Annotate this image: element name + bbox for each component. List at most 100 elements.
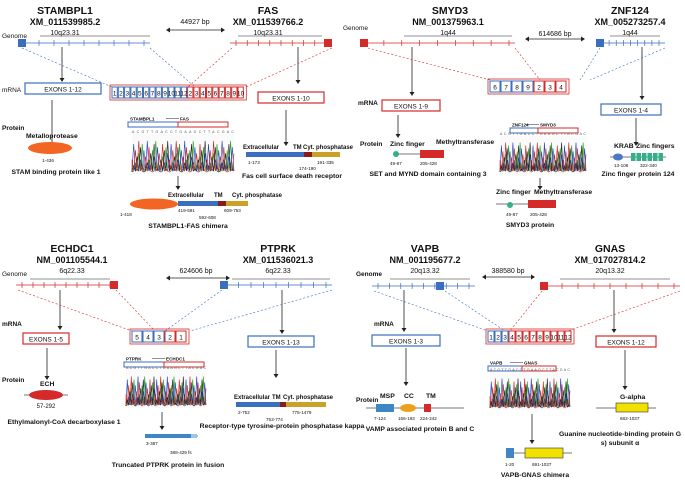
p2-prot-b-zinc-finger — [658, 153, 663, 161]
p1-junction-exon-num: 9 — [163, 91, 167, 98]
p3-prot-b-r1: 2-752 — [238, 410, 250, 415]
p1-distance-arrow-right-head — [221, 27, 225, 33]
p4-prot-b-domain — [615, 402, 649, 413]
p3-gene-b-name: PTPRK — [260, 243, 296, 255]
p4-gene-a-acc: NM_001195677.2 — [389, 255, 460, 265]
p1-junction-exon — [174, 86, 181, 99]
p1-arrow-prot-b-head — [283, 142, 289, 146]
p3-chimera-name: Truncated PTPRK protein in fusion — [112, 462, 225, 469]
p1-prot-b-extracellular — [246, 152, 304, 157]
p4-arrow-mrna-a-head — [401, 328, 407, 332]
p2-exons-b-label: EXONS 1-4 — [614, 108, 648, 115]
p4-fusion-right-box — [521, 365, 557, 372]
p2-junction-exon-num: 9 — [526, 85, 530, 92]
p1-junction-exon — [206, 86, 213, 99]
p4-gene-b-block — [540, 282, 548, 290]
p1-arrow-mrna-b-head — [295, 80, 301, 84]
p1-junction-exon — [180, 86, 188, 99]
p1-junction-exon-num: 2 — [188, 91, 192, 98]
p1-chimera-r0: 1-418 — [120, 212, 132, 217]
p4-junction-exon — [557, 330, 565, 343]
p2-prot-a-d1: Zinc finger — [390, 141, 425, 148]
p1-gene-a-block — [18, 39, 26, 47]
p4-exons-a-label: EXONS 1-3 — [389, 339, 423, 346]
p3-junction-outline — [129, 328, 190, 345]
p2-junction-exon — [544, 80, 556, 93]
p3-arrow-mrna-a-head — [57, 326, 63, 330]
p1-junction-exon-num: 5 — [207, 91, 211, 98]
p2-gene-b-name: ZNF124 — [611, 5, 649, 17]
p2-gene-b-acc: XM_005273257.4 — [594, 17, 665, 27]
p3-mrna-label: mRNA — [2, 321, 22, 328]
p2-prot-a-d2: Methyltransferase — [436, 139, 494, 146]
p2-exons-a-box — [381, 99, 441, 112]
p4-junction-exon — [529, 330, 537, 343]
p4-junction-exon-num: 7 — [531, 335, 535, 342]
p2-gene-a-block — [360, 39, 368, 47]
p2-prot-b-r1: 13-106 — [614, 163, 629, 168]
p3-exons-b-box — [247, 335, 315, 348]
p1-chromatogram-bases: ACGTTGACCTGAAGCTTACGAC — [132, 130, 234, 134]
p2-prot-a-methyltransferase — [420, 150, 444, 158]
p3-map-b1 — [164, 289, 223, 332]
p2-gene-a-loc: 1q44 — [440, 30, 456, 37]
p4-map-a2 — [444, 290, 506, 332]
p2-map-a2 — [514, 47, 541, 81]
p4-prot-a-cc — [400, 404, 416, 412]
p3-chromatogram: ACGTTGACCTGAAGCTTACGAC — [125, 366, 206, 408]
p3-prot-b-d1: Extracellular — [234, 395, 271, 401]
p4-prot-a-r1: 7-124 — [374, 416, 386, 421]
p1-junction-outline — [109, 84, 247, 101]
p3-genome-label: Genome — [2, 271, 27, 278]
p2-junction-exon — [500, 80, 512, 93]
p4-distance-arrow-left-head — [482, 274, 486, 280]
p2-prot-b-zinc-finger — [642, 153, 647, 161]
p3-fusion-right-label: ECHDC1 — [166, 357, 185, 362]
p2-distance: 614686 bp — [538, 31, 571, 38]
p4-prot-a-d3: TM — [426, 393, 436, 400]
p2-chimera-methyltransferase — [528, 200, 556, 208]
p2-map-a1 — [367, 47, 491, 81]
p2-prot-b-zinc-finger — [631, 153, 636, 161]
p4-prot-a-d2: CC — [404, 393, 414, 400]
p3-chimera-frameshift — [191, 434, 197, 438]
p2-chimera-d2: Methyltransferase — [534, 189, 592, 196]
p2-junction-exon — [555, 80, 567, 93]
p4-mrna-label: mRNA — [374, 321, 394, 328]
p2-prot-b-name: Zinc finger protein 124 — [602, 171, 675, 178]
p4-junction-exon — [550, 330, 558, 343]
p2-fusion-left-label: ZNF124 — [512, 123, 529, 128]
p4-arrow-mrna-b-head — [611, 329, 617, 333]
p1-chromatogram: ACGTTGACCTGAAGCTTACGAC — [131, 130, 234, 174]
p4-junction-exon-num: 5 — [517, 335, 521, 342]
p3-junction-exon — [153, 330, 165, 343]
p4-prot-b-name-line2: s) subunit α — [601, 440, 640, 447]
p1-junction-exon — [193, 86, 200, 99]
p2-prot-b-zinc-finger — [647, 153, 652, 161]
p2-prot-a-zinc-finger — [393, 151, 399, 157]
p2-arrow-mrna-a-head — [409, 92, 415, 96]
p1-genome-label: Genome — [2, 33, 27, 40]
p4-map-a1 — [373, 290, 489, 332]
p1-fusion-left-label: STAMBPL1 — [130, 117, 155, 122]
p1-prot-b-d2: TM — [293, 145, 302, 151]
p1-junction-exon — [231, 86, 238, 99]
p3-gene-a-block — [110, 281, 118, 289]
p1-prot-a-domain — [28, 142, 72, 154]
p3-junction-exon — [131, 330, 143, 343]
p4-prot-a-tm — [424, 404, 431, 412]
p2-chromatogram: ACGTTGACCTGAAGCTTACGAC — [499, 132, 586, 174]
p4-arrow-chimera-head — [529, 440, 535, 444]
p1-prot-b-name: Fas cell surface death receptor — [242, 173, 342, 180]
p3-distance-arrow-left-head — [166, 275, 170, 281]
p3-prot-b-extracellular — [236, 402, 280, 407]
p1-gene-a-acc: XM_011539985.2 — [30, 17, 101, 27]
p3-prot-a-range: 57-292 — [37, 404, 56, 410]
p1-junction-exon-num: 8 — [226, 91, 230, 98]
p3-junction-exon-num: 1 — [179, 335, 183, 342]
p3-map-b2 — [189, 289, 333, 332]
p1-arrow-chimera-head — [175, 186, 181, 190]
p1-junction-exon-num: 6 — [214, 91, 218, 98]
p3-arrow-mrna-b-head — [279, 330, 285, 334]
p4-prot-a-r3: 224-242 — [420, 416, 437, 421]
